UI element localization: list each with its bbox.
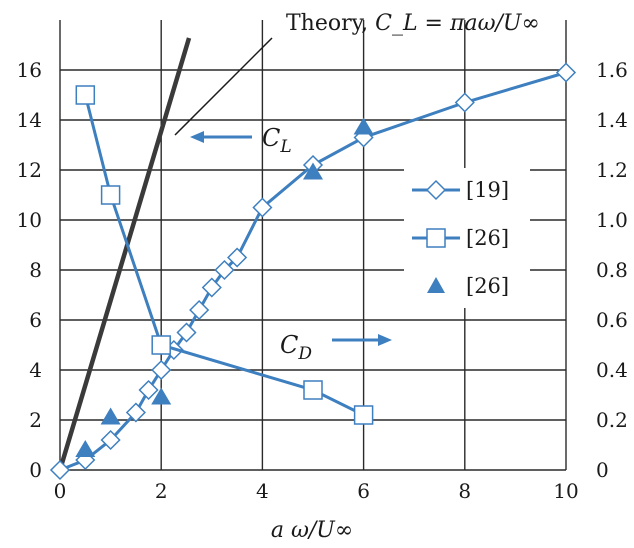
legend-label-26-square: [26] [466, 226, 509, 250]
data-point-diamond [252, 197, 273, 218]
data-point-triangle [303, 162, 323, 180]
theory-line [57, 37, 192, 471]
y-left-tick-label: 0 [29, 458, 42, 482]
data-point-diamond [214, 259, 235, 281]
y-left-tick-label: 4 [29, 358, 42, 382]
cd-annotation: CD [280, 331, 312, 364]
y-right-tick-label: 0 [596, 458, 609, 482]
y-right-tick-label: 1.2 [596, 158, 628, 182]
theory-label-formula: C_L = πaω/U∞ [375, 11, 540, 36]
legend-marker-square [426, 228, 446, 248]
x-axis-label: a ω/U∞ [271, 518, 353, 543]
y-left-tick-label: 8 [29, 258, 42, 282]
legend-label-26-triangle: [26] [466, 274, 509, 298]
x-tick-label: 10 [553, 479, 578, 503]
cl-annotation: CL [262, 124, 292, 157]
legend-label-19: [19] [466, 178, 509, 202]
cd-arrowhead [378, 334, 392, 346]
data-point-diamond [176, 322, 197, 343]
y-right-tick-label: 0.8 [596, 258, 628, 282]
legend-marker-diamond [425, 179, 447, 201]
data-point-diamond [125, 402, 146, 423]
data-point-diamond [227, 247, 248, 268]
data-point-square [353, 405, 374, 425]
x-tick-label: 8 [458, 479, 471, 503]
y-left-tick-label: 12 [17, 158, 42, 182]
data-point-diamond [100, 429, 121, 451]
data-point-square [75, 85, 96, 105]
y-right-tick-label: 1.4 [596, 108, 628, 132]
data-point-triangle [353, 117, 374, 135]
data-point-triangle [75, 440, 96, 457]
y-left-tick-label: 16 [17, 58, 42, 82]
y-right-tick-label: 1.6 [596, 58, 628, 82]
theory-label: Theory, C_L = πaω/U∞ [286, 11, 540, 36]
theory-label-main: Theory, [286, 11, 375, 36]
data-point-diamond [555, 62, 577, 83]
tick-labels: 0 2 4 6 8 10 12 14 16 0 0.2 0.4 0.6 0.8 1.0 1.2 1.4 1.6 0 2… [17, 58, 628, 503]
theory-line-group [57, 37, 192, 471]
data-point-diamond [201, 277, 222, 298]
data-point-square [151, 335, 171, 355]
legend-marker-triangle [427, 277, 445, 293]
legend: [19] [26] [26] [404, 168, 530, 308]
data-point-diamond [189, 299, 210, 321]
data-point-diamond [49, 459, 71, 481]
y-left-tick-label: 14 [17, 108, 42, 132]
data-point-triangle [100, 407, 121, 425]
data-point-diamond [151, 359, 172, 381]
y-right-tick-label: 0.2 [596, 408, 628, 432]
x-tick-label: 4 [256, 479, 269, 503]
data-point-square [100, 185, 121, 205]
y-left-tick-label: 2 [29, 408, 42, 432]
x-tick-label: 0 [54, 479, 67, 503]
theory-leader-line [174, 37, 273, 136]
data-point-diamond [454, 92, 475, 113]
y-right-tick-label: 0.4 [596, 358, 628, 382]
data-point-square [303, 380, 323, 400]
y-right-tick-label: 0.6 [596, 308, 628, 332]
y-left-tick-label: 6 [29, 308, 42, 332]
cl-arrowhead [190, 131, 204, 143]
series-group [49, 62, 577, 481]
y-right-tick-label: 1.0 [596, 208, 628, 232]
y-left-tick-label: 10 [17, 208, 42, 232]
data-point-diamond [138, 379, 159, 401]
data-point-triangle [151, 387, 172, 405]
x-tick-label: 2 [155, 479, 168, 503]
x-tick-label: 6 [357, 479, 370, 503]
series-line-square [83, 94, 365, 417]
